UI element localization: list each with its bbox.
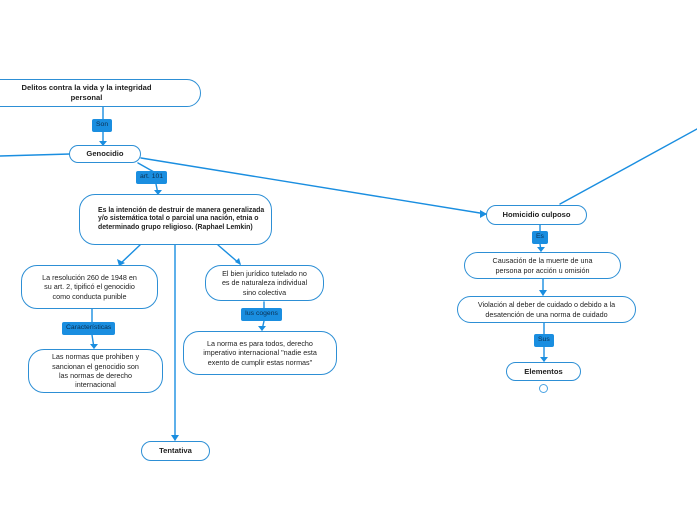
arrow-genocidio [99, 141, 107, 146]
arrow-homicidio [480, 210, 487, 218]
node-definicion[interactable]: Es la intención de destruir de manera ge… [79, 194, 272, 245]
node-norma-todos[interactable]: La norma es para todos, derecho imperati… [183, 331, 337, 375]
edge-definicion-resolucion [119, 244, 141, 265]
arrow-norma-todos [258, 326, 266, 331]
tag-art101[interactable]: art. 101 [136, 171, 168, 184]
edge-genocidio-homicidio [140, 157, 487, 215]
arrow-violacion [539, 290, 547, 296]
arrow-causacion [537, 247, 545, 252]
arrow-tentativa [171, 435, 179, 441]
node-normas-prohiben[interactable]: Las normas que prohiben y sancionan el g… [28, 349, 163, 393]
edge-genocidio-art101 [137, 162, 155, 173]
tag-son[interactable]: Son [92, 119, 113, 132]
arrow-definicion [154, 190, 162, 195]
node-violacion[interactable]: Violación al deber de cuidado o debido a… [457, 296, 636, 323]
tag-sus[interactable]: Sus [534, 334, 554, 347]
edge-homicidio-offscreen [559, 128, 697, 205]
edge-genocidio-left [0, 153, 71, 157]
node-genocidio[interactable]: Genocidio [69, 145, 141, 163]
arrow-normas [90, 344, 98, 349]
tag-caracteristicas[interactable]: Características [62, 322, 116, 335]
node-tentativa[interactable]: Tentativa [141, 441, 210, 461]
node-delitos[interactable]: Delitos contra la vida y la integridad p… [0, 79, 201, 107]
arrow-elementos [540, 357, 548, 362]
node-causacion[interactable]: Causación de la muerte de una persona po… [464, 252, 621, 279]
tag-es[interactable]: Es [532, 231, 548, 244]
tag-ius-cogens[interactable]: Ius cogens [241, 308, 282, 321]
collapse-toggle-icon[interactable] [539, 384, 548, 393]
node-resolucion[interactable]: La resolución 260 de 1948 en su art. 2, … [21, 265, 158, 309]
node-homicidio-culposo[interactable]: Homicidio culposo [486, 205, 587, 225]
node-elementos[interactable]: Elementos [506, 362, 581, 381]
arrow-bien [235, 258, 241, 265]
node-bien-juridico[interactable]: El bien jurídico tutelado no es de natur… [205, 265, 324, 301]
arrow-resolucion [117, 259, 125, 266]
